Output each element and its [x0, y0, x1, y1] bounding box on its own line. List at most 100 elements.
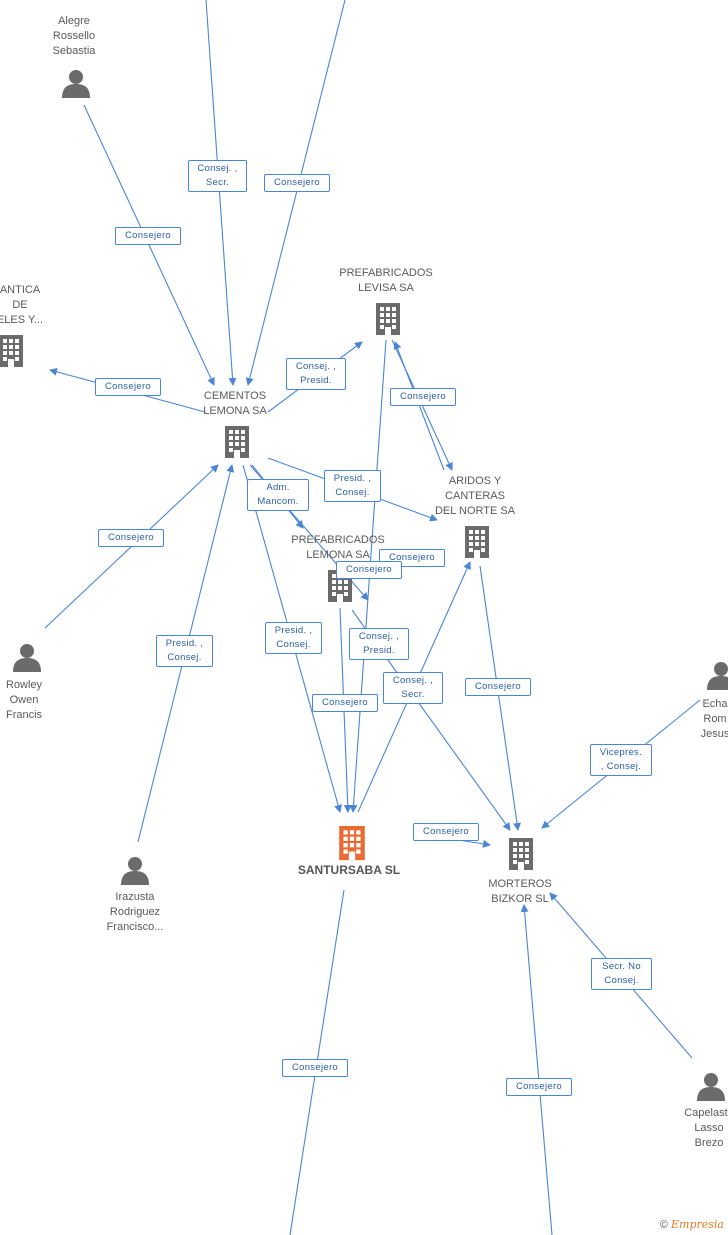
label-line: Consejero	[273, 177, 320, 188]
edge-line	[83, 104, 215, 386]
building-icon[interactable]	[373, 300, 403, 336]
label-line: Consej. ,	[295, 361, 337, 372]
label-line: Secr.	[401, 689, 425, 700]
edge-label[interactable]: Consejero	[98, 529, 164, 547]
label-line: Consej. ,	[358, 631, 400, 642]
label-line: Consejero	[291, 1062, 338, 1073]
person-icon[interactable]	[696, 1071, 726, 1101]
edge-label[interactable]: Consejero	[465, 678, 531, 696]
edge-label[interactable]: Consejero	[282, 1059, 348, 1077]
building-icon[interactable]	[506, 835, 536, 871]
label-line: LEMONA SA	[306, 549, 370, 561]
label-line: Consejero	[388, 552, 435, 563]
node-label-prefabricados-levisa[interactable]: PREFABRICADOS LEVISA SA	[331, 266, 441, 296]
edge-label[interactable]: Consejero	[413, 823, 479, 841]
label-line: Mancom.	[257, 496, 299, 507]
label-line: Owen	[9, 694, 39, 706]
label-line: Consejero	[345, 564, 392, 575]
edge-label[interactable]: Secr. No Consej.	[591, 958, 652, 990]
edge-label[interactable]: Consejero	[390, 388, 456, 406]
label-line: Consejero	[321, 697, 368, 708]
label-line: ARIDOS Y	[448, 475, 502, 487]
label-line: ANTICA	[0, 284, 41, 296]
edge-label[interactable]: Presid. ,Consej.	[156, 635, 213, 667]
label-line: Vicepres.	[599, 747, 643, 758]
label-line: Alegre	[58, 15, 90, 27]
node-label-antica[interactable]: ANTICA DE ELES Y...	[0, 283, 55, 328]
edge-label[interactable]: Consej. , Presid.	[286, 358, 346, 390]
label-line: Adm.	[266, 482, 290, 493]
node-label-santursaba[interactable]: SANTURSABA SL	[294, 863, 404, 878]
building-icon[interactable]	[0, 332, 26, 368]
copyright-icon: ©	[659, 1219, 668, 1231]
brand-logo: Empresia	[671, 1218, 724, 1231]
edge-line	[393, 341, 445, 471]
edge-label[interactable]: Consejero	[264, 174, 330, 192]
edge-label[interactable]: Consejero	[115, 227, 181, 245]
label-line: DEL NORTE SA	[434, 505, 516, 517]
label-line: Brezo	[694, 1137, 724, 1149]
edge-label[interactable]: Consej. ,Secr.	[383, 672, 443, 704]
person-icon[interactable]	[120, 855, 150, 885]
label-line: , Consej.	[600, 761, 642, 772]
edge-label[interactable]: Consejero	[95, 378, 161, 396]
footer-brand: © Empresia	[660, 1218, 724, 1231]
label-line: LEMONA SA	[203, 405, 267, 417]
edge-label[interactable]: Consej. , Presid.	[349, 628, 409, 660]
label-line: MORTEROS	[488, 878, 552, 890]
label-line: Capelaste	[684, 1107, 728, 1119]
label-line: Presid. ,	[274, 625, 313, 636]
person-icon[interactable]	[706, 660, 728, 690]
label-line: PREFABRICADOS	[291, 534, 385, 546]
label-line: Consejero	[399, 391, 446, 402]
edge-line	[205, 0, 237, 386]
edge-label[interactable]: Consejero	[506, 1078, 572, 1096]
edge-line	[520, 904, 553, 1235]
label-line: Consejero	[422, 826, 469, 837]
person-icon[interactable]	[61, 68, 91, 98]
edge-label[interactable]: Consej. , Secr.	[188, 160, 247, 192]
label-line: Secr.	[205, 177, 230, 188]
building-icon-focus[interactable]	[336, 823, 368, 861]
label-line: Consej.	[276, 639, 311, 650]
label-line: Secr. No	[602, 961, 641, 972]
label-line: ELES Y...	[0, 314, 44, 326]
label-line: Consejero	[474, 681, 521, 692]
edge-label[interactable]: Vicepres. , Consej.	[590, 744, 652, 776]
label-line: PREFABRICADOS	[339, 267, 433, 279]
label-line: Presid.	[300, 375, 332, 386]
label-line: Consej.	[167, 652, 202, 663]
label-line: Consejero	[107, 532, 154, 543]
label-line: Rom	[703, 713, 727, 725]
label-line: Consejero	[104, 381, 151, 392]
label-line: Presid.	[363, 645, 395, 656]
edge-label[interactable]: Adm. Mancom.	[247, 479, 309, 511]
node-label-capelaste[interactable]: CapelasteLassoBrezo	[664, 1106, 728, 1151]
label-line: LEVISA SA	[358, 282, 414, 294]
label-line: Consej. ,	[197, 163, 238, 174]
label-line: Rowley	[5, 679, 43, 691]
person-icon[interactable]	[12, 642, 42, 672]
edge-line	[479, 565, 521, 831]
node-label-prefabricados-lemona[interactable]: PREFABRICADOS LEMONA SA	[283, 533, 393, 563]
edge-label[interactable]: Consejero	[312, 694, 378, 712]
label-line: Lasso	[694, 1122, 724, 1134]
edge-label[interactable]: Presid. , Consej.	[265, 622, 322, 654]
label-line: SANTURSABA SL	[297, 863, 401, 877]
edge-label[interactable]: Presid. ,Consej.	[324, 470, 381, 502]
edge-label[interactable]: Consejero	[336, 561, 402, 579]
label-line: Consej.	[604, 975, 639, 986]
label-line: Rodriguez	[109, 906, 161, 918]
building-icon[interactable]	[462, 523, 492, 559]
label-line: DE	[12, 299, 28, 311]
building-icon[interactable]	[222, 423, 252, 459]
label-line: Presid. ,	[333, 473, 372, 484]
